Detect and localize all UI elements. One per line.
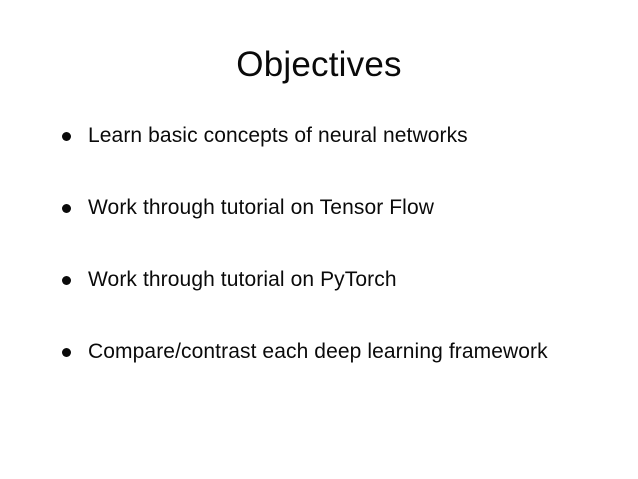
bullet-dot-icon <box>62 204 71 213</box>
bullet-item-label: Work through tutorial on Tensor Flow <box>88 196 434 219</box>
list-item: Compare/contrast each deep learning fram… <box>62 338 614 410</box>
list-item: Work through tutorial on PyTorch <box>62 266 614 338</box>
bullet-dot-icon <box>62 132 71 141</box>
bullet-dot-icon <box>62 348 71 357</box>
bullet-item-label: Compare/contrast each deep learning fram… <box>88 340 548 363</box>
list-item: Work through tutorial on Tensor Flow <box>62 194 614 266</box>
bullet-item-label: Work through tutorial on PyTorch <box>88 268 397 291</box>
list-item: Learn basic concepts of neural networks <box>62 122 614 194</box>
objectives-bullet-list: Learn basic concepts of neural networks … <box>62 122 614 410</box>
bullet-item-label: Learn basic concepts of neural networks <box>88 124 468 147</box>
slide-title: Objectives <box>236 45 402 85</box>
bullet-dot-icon <box>62 276 71 285</box>
